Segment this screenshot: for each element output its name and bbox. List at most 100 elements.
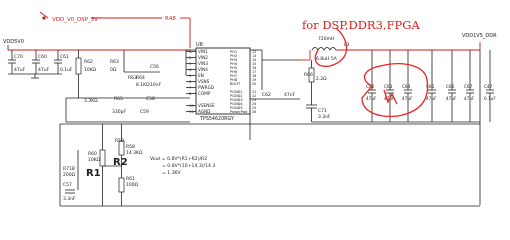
r65-value: 3.3KΩ: [84, 98, 98, 104]
ic-pin-right-name: PH5: [230, 66, 237, 70]
vout-formula: Vout = 0.8V*(R1+R2)/R2 = 0.8V*(10+14.3)/…: [150, 156, 215, 176]
ic-pin-right-name: PH4: [230, 62, 238, 66]
ic-pin-right-number: 24: [252, 102, 256, 106]
ic-pin-left-name: EN: [198, 73, 204, 78]
schematic-canvas: VDD_V0_DSP_5V R48 for DSP,DDR3,FPGA VDD5…: [3, 11, 497, 207]
ic-pin-left-name: COMP: [198, 91, 211, 96]
ic-pin-left-name: AGND: [198, 109, 210, 114]
cap-name: C47: [484, 84, 493, 89]
cap-name: C64: [402, 84, 411, 89]
c57-value: 3.3nF: [63, 196, 76, 202]
c57-label: C57: [63, 182, 72, 188]
ic-pin-right-number: 17: [252, 70, 256, 74]
c61-value: 0.1uF: [60, 67, 73, 73]
output-capacitor-bank: C4247uFC6347uFC6447uFC6547uFC6647uFC6747…: [311, 50, 496, 123]
c58-label: C58: [146, 96, 155, 102]
r66-label: R66: [304, 72, 313, 78]
ic-pin-left-name: VIN3: [198, 61, 208, 66]
ink-arc-inductor: [314, 27, 348, 67]
formula-line1: Vout = 0.8V*(R1+R2)/R2: [150, 156, 207, 162]
r63-label: R63: [110, 59, 119, 65]
cap-value: 47uF: [402, 96, 413, 101]
c70-label: C70: [14, 54, 23, 60]
ic-pin-left-name: PWRGD: [198, 85, 214, 90]
cap-value: 47uF: [446, 96, 457, 101]
r61-label: R61: [126, 176, 135, 182]
ink-annotations: [314, 27, 429, 118]
c62-label: C62: [262, 92, 271, 98]
snubber: R66 2.2Ω C71 3.3nF: [304, 60, 331, 122]
r61-value: 100Ω: [126, 182, 139, 188]
r64-value: 8.1KΩ: [136, 82, 150, 88]
rail-left-label: VDD5V0: [3, 39, 24, 45]
ic-pin-right-number: 22: [252, 94, 256, 98]
r64-label: R64: [136, 75, 145, 81]
cap-name: C63: [384, 84, 393, 89]
c71-label: C71: [318, 108, 327, 114]
c62-value: 47nF: [284, 92, 296, 98]
feedback-network: R71B 200Ω R60 10KΩ R59 R58 14.3KΩ R61 10…: [59, 123, 480, 207]
ic-pin-right-name: PGND1: [230, 90, 243, 94]
c59-label: C59: [140, 109, 149, 115]
ic-pin-left-name: VIN2: [198, 55, 208, 60]
cursor-mark: [383, 89, 398, 105]
c70-value: 47uF: [14, 67, 26, 73]
r62-label: R62: [84, 59, 93, 65]
cap-value: 47uF: [426, 96, 437, 101]
cap-name: C65: [426, 84, 435, 89]
ic-designator: U8: [196, 42, 203, 48]
handwritten-r1: R1: [86, 168, 101, 179]
ic-pin-right-name: PH1: [230, 50, 237, 54]
ic-pin-right-name: PowerPad: [230, 110, 247, 114]
inductor-value: 6.8uH 5A: [316, 56, 338, 62]
r60-value: 10KΩ: [88, 157, 101, 163]
c56-label: C56: [150, 64, 159, 70]
ic-pin-right-name: PGND2: [230, 94, 243, 98]
r62-value: 10KΩ: [84, 67, 97, 73]
cap-value: 47uF: [366, 96, 377, 101]
inductor-desc: 720mH: [318, 36, 334, 42]
ic-u8: U8 VIN11VIN22VIN33VIN44EN5VSNS6PWRGD7COM…: [185, 42, 310, 140]
r63b-label: R63: [128, 75, 137, 81]
top-net-label: VDD_V0_DSP_5V: [52, 17, 98, 23]
r58-label: R58: [126, 144, 135, 150]
cap-name: C66: [446, 84, 455, 89]
c60-value: 47uF: [38, 67, 50, 73]
cap-value: 0.1uF: [484, 96, 496, 101]
c71-value: 3.3nF: [318, 114, 331, 120]
ic-pin-left-name: VSENSE: [198, 103, 215, 108]
ic-pin-right-name: PH8: [230, 78, 238, 82]
ic-pin-right-number: 26: [252, 110, 256, 114]
formula-line2: = 0.8V*(10+14.3)/14.3: [162, 163, 215, 169]
ic-pin-right-number: 14: [252, 58, 256, 62]
ic-pin-right-name: PH6: [230, 70, 238, 74]
ic-pin-right-name: PGND5: [230, 106, 243, 110]
top-net-group: VDD_V0_DSP_5V R48: [39, 11, 191, 48]
ic-pin-right-number: 18: [252, 74, 256, 78]
ic-pin-right-name: PH2: [230, 54, 237, 58]
cap-name: C67: [464, 84, 473, 89]
ic-left-pins: VIN11VIN22VIN33VIN44EN5VSNS6PWRGD7COMP8V…: [186, 49, 215, 114]
cap-value: 47uF: [464, 96, 475, 101]
c56-value: 10nF: [150, 82, 162, 88]
ic-part-number: TPS54620RGY: [199, 116, 234, 122]
ic-pin-right-name: BOOT: [230, 82, 241, 86]
output-inductor: 720mH 6.8uH 5A L3 VDD1V5_DDR: [309, 33, 497, 205]
ic-pin-right-number: 20: [252, 82, 256, 86]
r66-value: 2.2Ω: [316, 76, 327, 82]
ic-pin-left-name: VSNS: [198, 79, 210, 84]
c60-label: C60: [38, 54, 47, 60]
r71-value: 200Ω: [63, 172, 76, 178]
ic-pin-right-number: 19: [252, 78, 256, 82]
r58-value: 14.3KΩ: [126, 150, 143, 156]
ic-pin-right-number: 21: [252, 90, 256, 94]
c58-value: 330pF: [112, 109, 126, 115]
left-rail: VDD5V0 C70 47uF C60 47uF C61 0.1uF R62 1…: [3, 39, 190, 123]
ic-pin-right-number: 12: [252, 50, 256, 54]
r59-label: R59: [115, 138, 124, 144]
formula-line3: = 1.36V: [162, 170, 182, 176]
ic-pin-right-name: PGND3: [230, 98, 243, 102]
ic-pin-right-number: 23: [252, 98, 256, 102]
r71-label: R71B: [63, 166, 75, 172]
